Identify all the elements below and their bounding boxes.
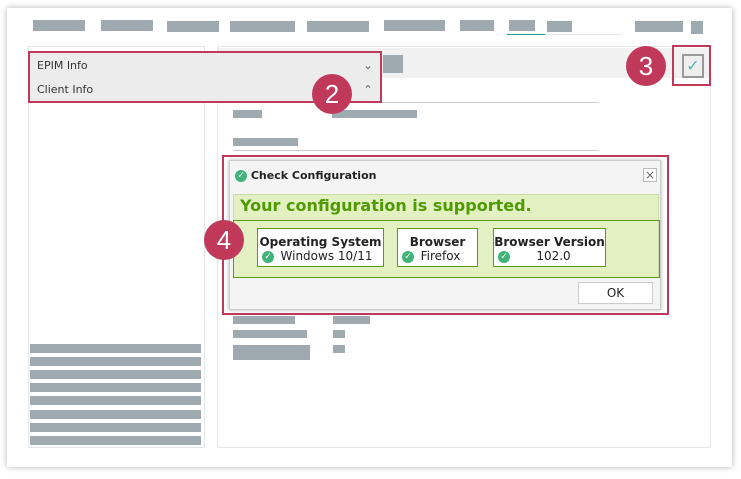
check-value: Firefox bbox=[420, 249, 461, 263]
header-title bbox=[383, 55, 403, 73]
list-item[interactable] bbox=[30, 357, 201, 366]
close-button[interactable]: × bbox=[643, 168, 657, 182]
checks-container: Operating System ✓ Windows 10/11 Browser … bbox=[233, 220, 660, 278]
highlight-box bbox=[672, 45, 711, 86]
nav-item[interactable] bbox=[33, 20, 85, 31]
list-item[interactable] bbox=[30, 370, 201, 379]
accordion-item-label: EPIM Info bbox=[37, 59, 88, 72]
check-configuration-button[interactable]: ✓ bbox=[682, 54, 704, 78]
left-panel bbox=[28, 46, 205, 448]
nav-item[interactable] bbox=[230, 21, 295, 32]
field-label bbox=[233, 316, 295, 324]
chevron-down-icon[interactable]: ⌄ bbox=[363, 59, 373, 72]
result-message: Your configuration is supported. bbox=[240, 196, 532, 215]
chevron-up-icon[interactable]: ⌃ bbox=[363, 83, 373, 96]
check-label: Operating System bbox=[259, 235, 382, 249]
field-value bbox=[333, 330, 345, 338]
check-label: Browser bbox=[409, 235, 466, 249]
divider bbox=[233, 150, 599, 151]
check-value: Windows 10/11 bbox=[280, 249, 373, 263]
list-item[interactable] bbox=[30, 436, 201, 445]
dialog-title: Check Configuration bbox=[250, 169, 377, 182]
field-value bbox=[332, 110, 417, 118]
field-value bbox=[333, 345, 345, 353]
accordion-item-epim-info[interactable]: EPIM Info bbox=[37, 59, 88, 72]
nav-item[interactable] bbox=[691, 21, 703, 34]
result-panel: Your configuration is supported. Operati… bbox=[233, 194, 660, 278]
tab-divider bbox=[545, 34, 621, 35]
nav-item-active[interactable] bbox=[509, 20, 535, 31]
list-item[interactable] bbox=[30, 344, 201, 353]
field-value bbox=[333, 316, 370, 324]
nav-item[interactable] bbox=[460, 20, 494, 31]
nav-item[interactable] bbox=[635, 21, 683, 32]
accordion-item-client-info[interactable]: Client Info bbox=[37, 83, 93, 96]
check-browser-version: Browser Version ✓ 102.0 bbox=[493, 228, 606, 267]
step-badge-2: 2 bbox=[312, 74, 352, 114]
list-item[interactable] bbox=[30, 396, 201, 405]
nav-item[interactable] bbox=[384, 20, 445, 31]
check-browser: Browser ✓ Firefox bbox=[397, 228, 478, 267]
accordion-item-label: Client Info bbox=[37, 83, 94, 96]
list-item[interactable] bbox=[30, 410, 201, 419]
check-circle-icon: ✓ bbox=[262, 251, 274, 263]
list-item[interactable] bbox=[30, 423, 201, 432]
ok-button[interactable]: OK bbox=[578, 282, 653, 304]
check-circle-icon: ✓ bbox=[235, 170, 247, 182]
check-circle-icon: ✓ bbox=[498, 251, 510, 263]
list-item[interactable] bbox=[30, 383, 201, 392]
nav-item[interactable] bbox=[547, 21, 572, 32]
active-tab-underline bbox=[507, 34, 545, 35]
check-circle-icon: ✓ bbox=[402, 251, 414, 263]
check-label: Browser Version bbox=[494, 235, 605, 249]
checkmark-icon: ✓ bbox=[686, 56, 700, 75]
step-badge-3: 3 bbox=[626, 46, 666, 86]
field-label bbox=[233, 345, 310, 360]
divider bbox=[233, 102, 599, 103]
field-label bbox=[233, 330, 307, 338]
check-value: 102.0 bbox=[536, 249, 571, 263]
check-configuration-dialog: ✓ Check Configuration × Your configurati… bbox=[229, 160, 661, 310]
nav-item[interactable] bbox=[167, 21, 219, 32]
nav-item[interactable] bbox=[101, 20, 153, 31]
step-badge-4: 4 bbox=[204, 220, 244, 260]
section-label bbox=[233, 138, 298, 146]
check-operating-system: Operating System ✓ Windows 10/11 bbox=[257, 228, 384, 267]
close-icon: × bbox=[644, 168, 656, 182]
field-label bbox=[233, 110, 262, 118]
nav-item[interactable] bbox=[307, 21, 369, 32]
